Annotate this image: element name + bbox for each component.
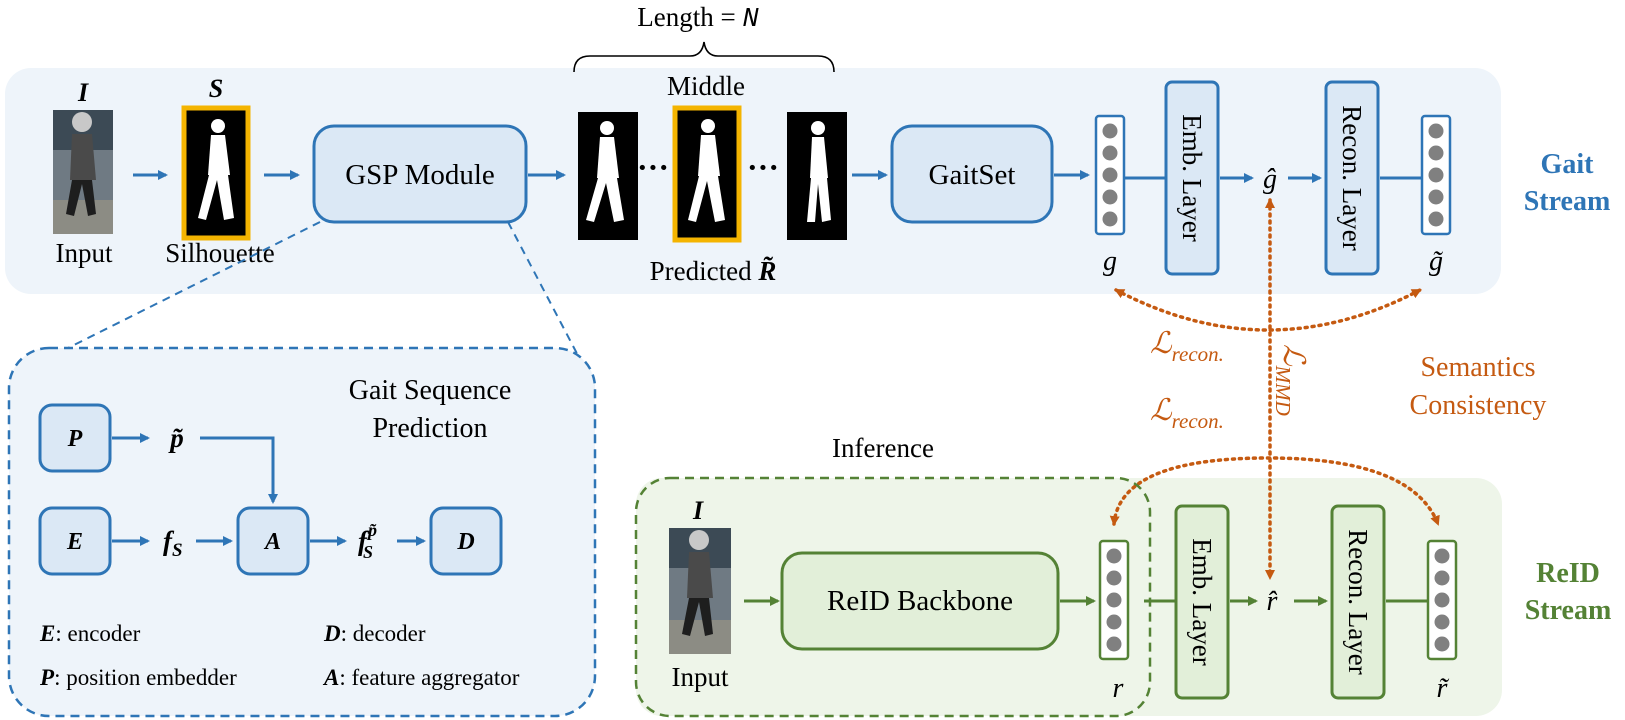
gsp-module-label: GSP Module bbox=[345, 159, 495, 191]
recon-loss-mid-label: ℒrecon. bbox=[1150, 394, 1224, 433]
legend-position-embedder: P: position embedder bbox=[39, 665, 237, 690]
reid-stream-label-line2: Stream bbox=[1525, 595, 1612, 626]
d-box-label: D bbox=[456, 529, 474, 555]
reid-input-label: Input bbox=[672, 662, 729, 692]
r-feature-vector bbox=[1098, 539, 1130, 661]
reid-recon-layer-label: Recon. Layer bbox=[1343, 529, 1373, 674]
arrow-ptilde-to-a bbox=[200, 436, 278, 504]
gait-input-image bbox=[53, 110, 113, 234]
sequence-frame-first bbox=[578, 112, 638, 240]
reid-backbone-label: ReID Backbone bbox=[827, 585, 1013, 617]
silhouette-var: S bbox=[209, 74, 223, 103]
g-feature-vector bbox=[1094, 114, 1126, 236]
gait-stream-label-line2: Stream bbox=[1524, 186, 1611, 217]
gait-input-label: Input bbox=[56, 238, 113, 268]
gait-recon-layer-box bbox=[1324, 80, 1380, 276]
p-tilde-label: p̃ bbox=[168, 423, 184, 453]
sequence-ellipsis-right: ··· bbox=[747, 149, 779, 185]
reid-stream-panel bbox=[636, 478, 1502, 716]
gsp-module-box bbox=[312, 124, 528, 224]
p-box-label: P bbox=[67, 426, 83, 452]
legend-decoder: D: decoder bbox=[323, 621, 426, 646]
recon-loss-top-arc bbox=[1114, 288, 1422, 332]
gsp-detail-title-line2: Prediction bbox=[372, 413, 487, 444]
reid-backbone-box bbox=[780, 551, 1060, 651]
gait-stream-label-line1: Gait bbox=[1541, 149, 1595, 180]
silhouette-image bbox=[181, 105, 251, 241]
length-brace bbox=[573, 41, 835, 73]
g-tilde-label: g̃ bbox=[1429, 246, 1444, 277]
recon-loss-top-label: ℒrecon. bbox=[1150, 327, 1224, 366]
semantics-consistency-line2: Consistency bbox=[1410, 390, 1547, 421]
reid-emb-layer-box bbox=[1174, 504, 1230, 700]
g-tilde-feature-vector bbox=[1420, 114, 1452, 236]
silhouette-label: Silhouette bbox=[165, 238, 275, 268]
reid-input-image bbox=[669, 528, 731, 654]
gait-input-var: I bbox=[77, 78, 89, 107]
legend-encoder: E: encoder bbox=[39, 621, 141, 646]
semantics-consistency-line1: Semantics bbox=[1420, 352, 1535, 383]
r-label: r bbox=[1113, 673, 1124, 704]
gait-emb-layer-box bbox=[1164, 80, 1220, 276]
reid-input-var: I bbox=[692, 496, 704, 525]
a-box-label: A bbox=[263, 529, 281, 555]
r-tilde-feature-vector bbox=[1426, 539, 1458, 661]
length-label: Length = N bbox=[637, 2, 759, 35]
gait-recon-layer-label: Recon. Layer bbox=[1337, 105, 1367, 250]
gait-emb-layer-label: Emb. Layer bbox=[1177, 114, 1207, 241]
p-box bbox=[38, 403, 112, 473]
sequence-frame-last bbox=[787, 112, 847, 240]
e-box-label: E bbox=[66, 529, 83, 555]
a-box bbox=[236, 506, 310, 576]
g-label: g bbox=[1103, 246, 1117, 277]
e-box bbox=[38, 506, 112, 576]
r-tilde-label: r̃ bbox=[1437, 673, 1451, 704]
g-hat-label: ĝ bbox=[1263, 164, 1277, 195]
gaitset-label: GaitSet bbox=[929, 159, 1016, 191]
legend-feature-aggregator: A: feature aggregator bbox=[322, 665, 520, 690]
gaitset-box bbox=[890, 124, 1054, 224]
predicted-label: Predicted R̃ bbox=[650, 256, 777, 286]
reid-recon-layer-box bbox=[1330, 504, 1386, 700]
gsp-detail-title-line1: Gait Sequence bbox=[349, 375, 512, 406]
reid-stream-label-line1: ReID bbox=[1536, 558, 1600, 589]
reid-emb-layer-label: Emb. Layer bbox=[1187, 538, 1217, 665]
middle-label: Middle bbox=[667, 71, 745, 101]
zoom-line-left bbox=[67, 221, 321, 349]
d-box bbox=[429, 506, 503, 576]
r-hat-label: r̂ bbox=[1267, 586, 1278, 617]
sequence-frame-middle bbox=[672, 105, 742, 243]
inference-region bbox=[634, 476, 1152, 718]
sequence-ellipsis-left: ··· bbox=[637, 149, 669, 185]
inference-label: Inference bbox=[832, 433, 934, 463]
mmd-loss-label: ℒMMD bbox=[1271, 344, 1310, 416]
